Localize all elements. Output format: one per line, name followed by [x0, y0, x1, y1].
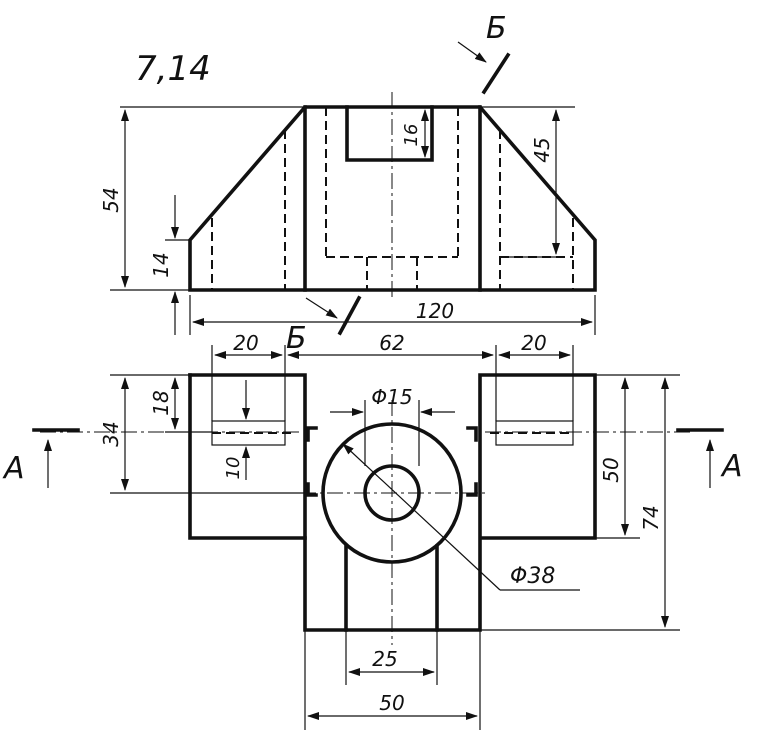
dim-120: 120 [416, 299, 454, 323]
dim-18: 18 [149, 390, 173, 415]
dim-14: 14 [149, 252, 173, 277]
section-mark-a-right: А [676, 428, 743, 488]
dim-54: 54 [99, 187, 123, 212]
dim-25: 25 [372, 647, 397, 671]
dim-20-right: 20 [521, 331, 546, 355]
dim-16: 16 [401, 124, 422, 147]
section-label-a-right: А [720, 449, 743, 484]
dim-62: 62 [379, 331, 404, 355]
dim-20-left: 20 [233, 331, 258, 355]
section-mark-b-top: Б [457, 11, 511, 95]
dim-45: 45 [530, 137, 554, 162]
section-mark-a-left: А [2, 428, 80, 488]
problem-number: 7,14 [135, 49, 211, 89]
dim-dia-15: Φ15 [371, 385, 412, 409]
dim-74: 74 [639, 505, 663, 530]
plan-view: 20 62 20 18 34 10 Φ15 Φ38 [40, 331, 690, 730]
dim-dia-38: Φ38 [510, 564, 555, 589]
dim-34: 34 [99, 421, 123, 446]
front-view: 54 14 16 45 120 [99, 92, 597, 335]
dim-50-right: 50 [599, 457, 623, 482]
dim-50-bottom: 50 [379, 691, 404, 715]
section-label-b-bottom: Б [286, 321, 307, 356]
dim-10: 10 [223, 457, 244, 480]
section-mark-b-bottom: Б [286, 295, 362, 356]
section-label-b-top: Б [486, 11, 507, 46]
section-label-a-left: А [2, 451, 25, 486]
